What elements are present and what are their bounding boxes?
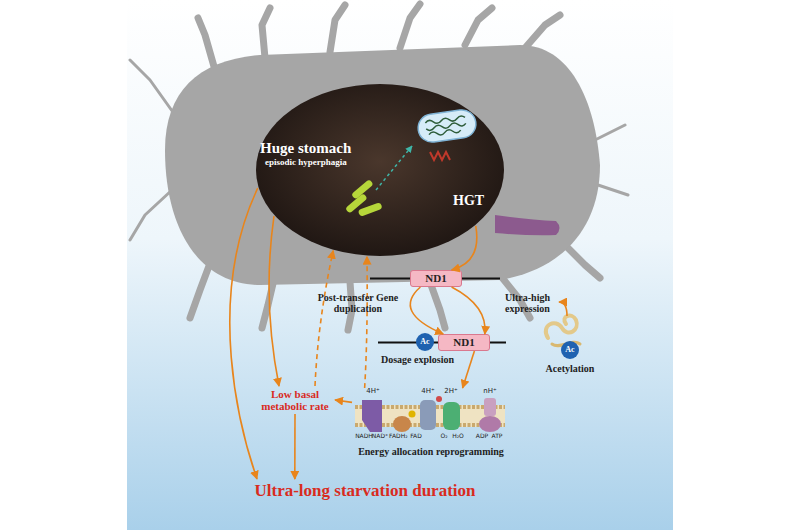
membrane-label: FAD — [407, 433, 425, 440]
stomach-subtitle: episodic hyperphagia — [265, 158, 405, 168]
path-part — [362, 400, 382, 432]
membrane-label: 4H⁺ — [362, 388, 384, 396]
flow-arrow — [294, 414, 296, 479]
membrane-label: NADH — [355, 433, 373, 440]
result-node: Ultra-long starvation duration — [230, 479, 500, 503]
rect-part — [443, 402, 460, 430]
membrane-node: Energy allocation reprogramming — [352, 388, 510, 460]
hgt-label: HGT — [453, 193, 503, 208]
stomach-shape — [256, 84, 504, 256]
stomach-outline — [255, 83, 505, 257]
flow-arrow — [269, 216, 279, 386]
gene-box: ND1 — [438, 334, 490, 351]
process-label: Energy allocation reprogramming — [342, 446, 520, 457]
dashed-arrow — [315, 251, 333, 386]
mitochondrial-membrane — [355, 396, 505, 432]
stomach-ellipse: Huge stomachepisodic hyperphagiaHGT — [255, 83, 505, 257]
acetyl-circle: Ac — [416, 333, 434, 351]
flow-arrow — [230, 188, 258, 479]
acetyl-mark: Ac — [561, 341, 579, 359]
membrane-label: H₂O — [449, 433, 467, 440]
panel-background — [127, 0, 673, 530]
rect-part — [484, 398, 496, 416]
circle-part — [409, 411, 416, 418]
flow-arrow — [410, 287, 443, 334]
animal-silhouette — [130, 4, 628, 330]
edge-label: Post-transfer Gene duplication — [312, 292, 404, 314]
membrane-label: ADP — [473, 433, 491, 440]
membrane-label: O₂ — [435, 433, 453, 440]
edge-label: Ultra-high expression — [490, 292, 565, 314]
flow-arrow — [463, 351, 475, 388]
membrane-label: NAD⁺ — [371, 433, 389, 440]
acetyl-mark: Ac — [416, 333, 434, 351]
path-part — [546, 316, 577, 338]
gene-lines — [370, 279, 506, 343]
ellipse-part — [393, 416, 411, 432]
stomach-title: Huge stomach — [260, 140, 400, 157]
membrane-label: nH⁺ — [479, 388, 501, 396]
outcome-node: Low basal metabolic rate — [255, 386, 335, 414]
flow-arrow — [452, 287, 485, 334]
flow-arrow — [335, 400, 352, 402]
acetylation-leader — [559, 302, 567, 316]
acetyl-circle: AcAcetylation — [561, 341, 579, 359]
membrane-label: ATP — [488, 433, 506, 440]
dashed-arrow — [365, 257, 368, 388]
acetyl-protein — [546, 316, 580, 346]
acetylation-label: Acetylation — [535, 363, 605, 374]
circle-part — [436, 396, 442, 402]
membrane-label: 4H⁺ — [417, 388, 439, 396]
rect-part — [420, 400, 436, 430]
membrane-label: 2H⁺ — [440, 388, 462, 396]
purple-tail — [495, 215, 560, 235]
result-label: Ultra-long starvation duration — [230, 479, 500, 503]
membrane-label: FADH₂ — [389, 433, 407, 440]
path-part — [165, 45, 600, 285]
gene-name: ND1 — [411, 271, 461, 286]
gene-name: ND1 — [439, 335, 489, 350]
outcome-label: Low basal metabolic rate — [255, 386, 335, 414]
annotation-label: Dosage explosion — [366, 354, 454, 365]
gene-box: ND1 — [410, 270, 462, 287]
ellipse-part — [479, 416, 501, 432]
